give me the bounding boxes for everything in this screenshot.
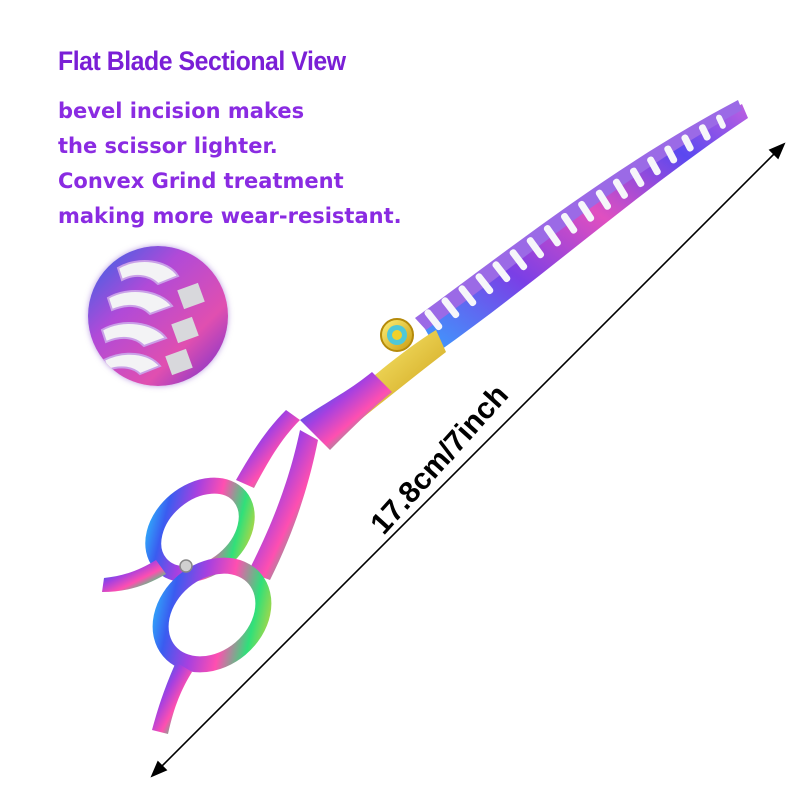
description-line: making more wear-resistant. bbox=[58, 204, 402, 228]
dimension-arrow bbox=[150, 142, 786, 778]
blade-detail-zoom bbox=[88, 246, 228, 386]
description-line: bevel incision makes bbox=[58, 99, 305, 123]
description-line: Convex Grind treatment bbox=[58, 169, 344, 193]
page-title: Flat Blade Sectional View bbox=[58, 46, 346, 76]
feature-description: bevel incision makes the scissor lighter… bbox=[58, 94, 402, 234]
description-line: the scissor lighter. bbox=[58, 134, 278, 158]
